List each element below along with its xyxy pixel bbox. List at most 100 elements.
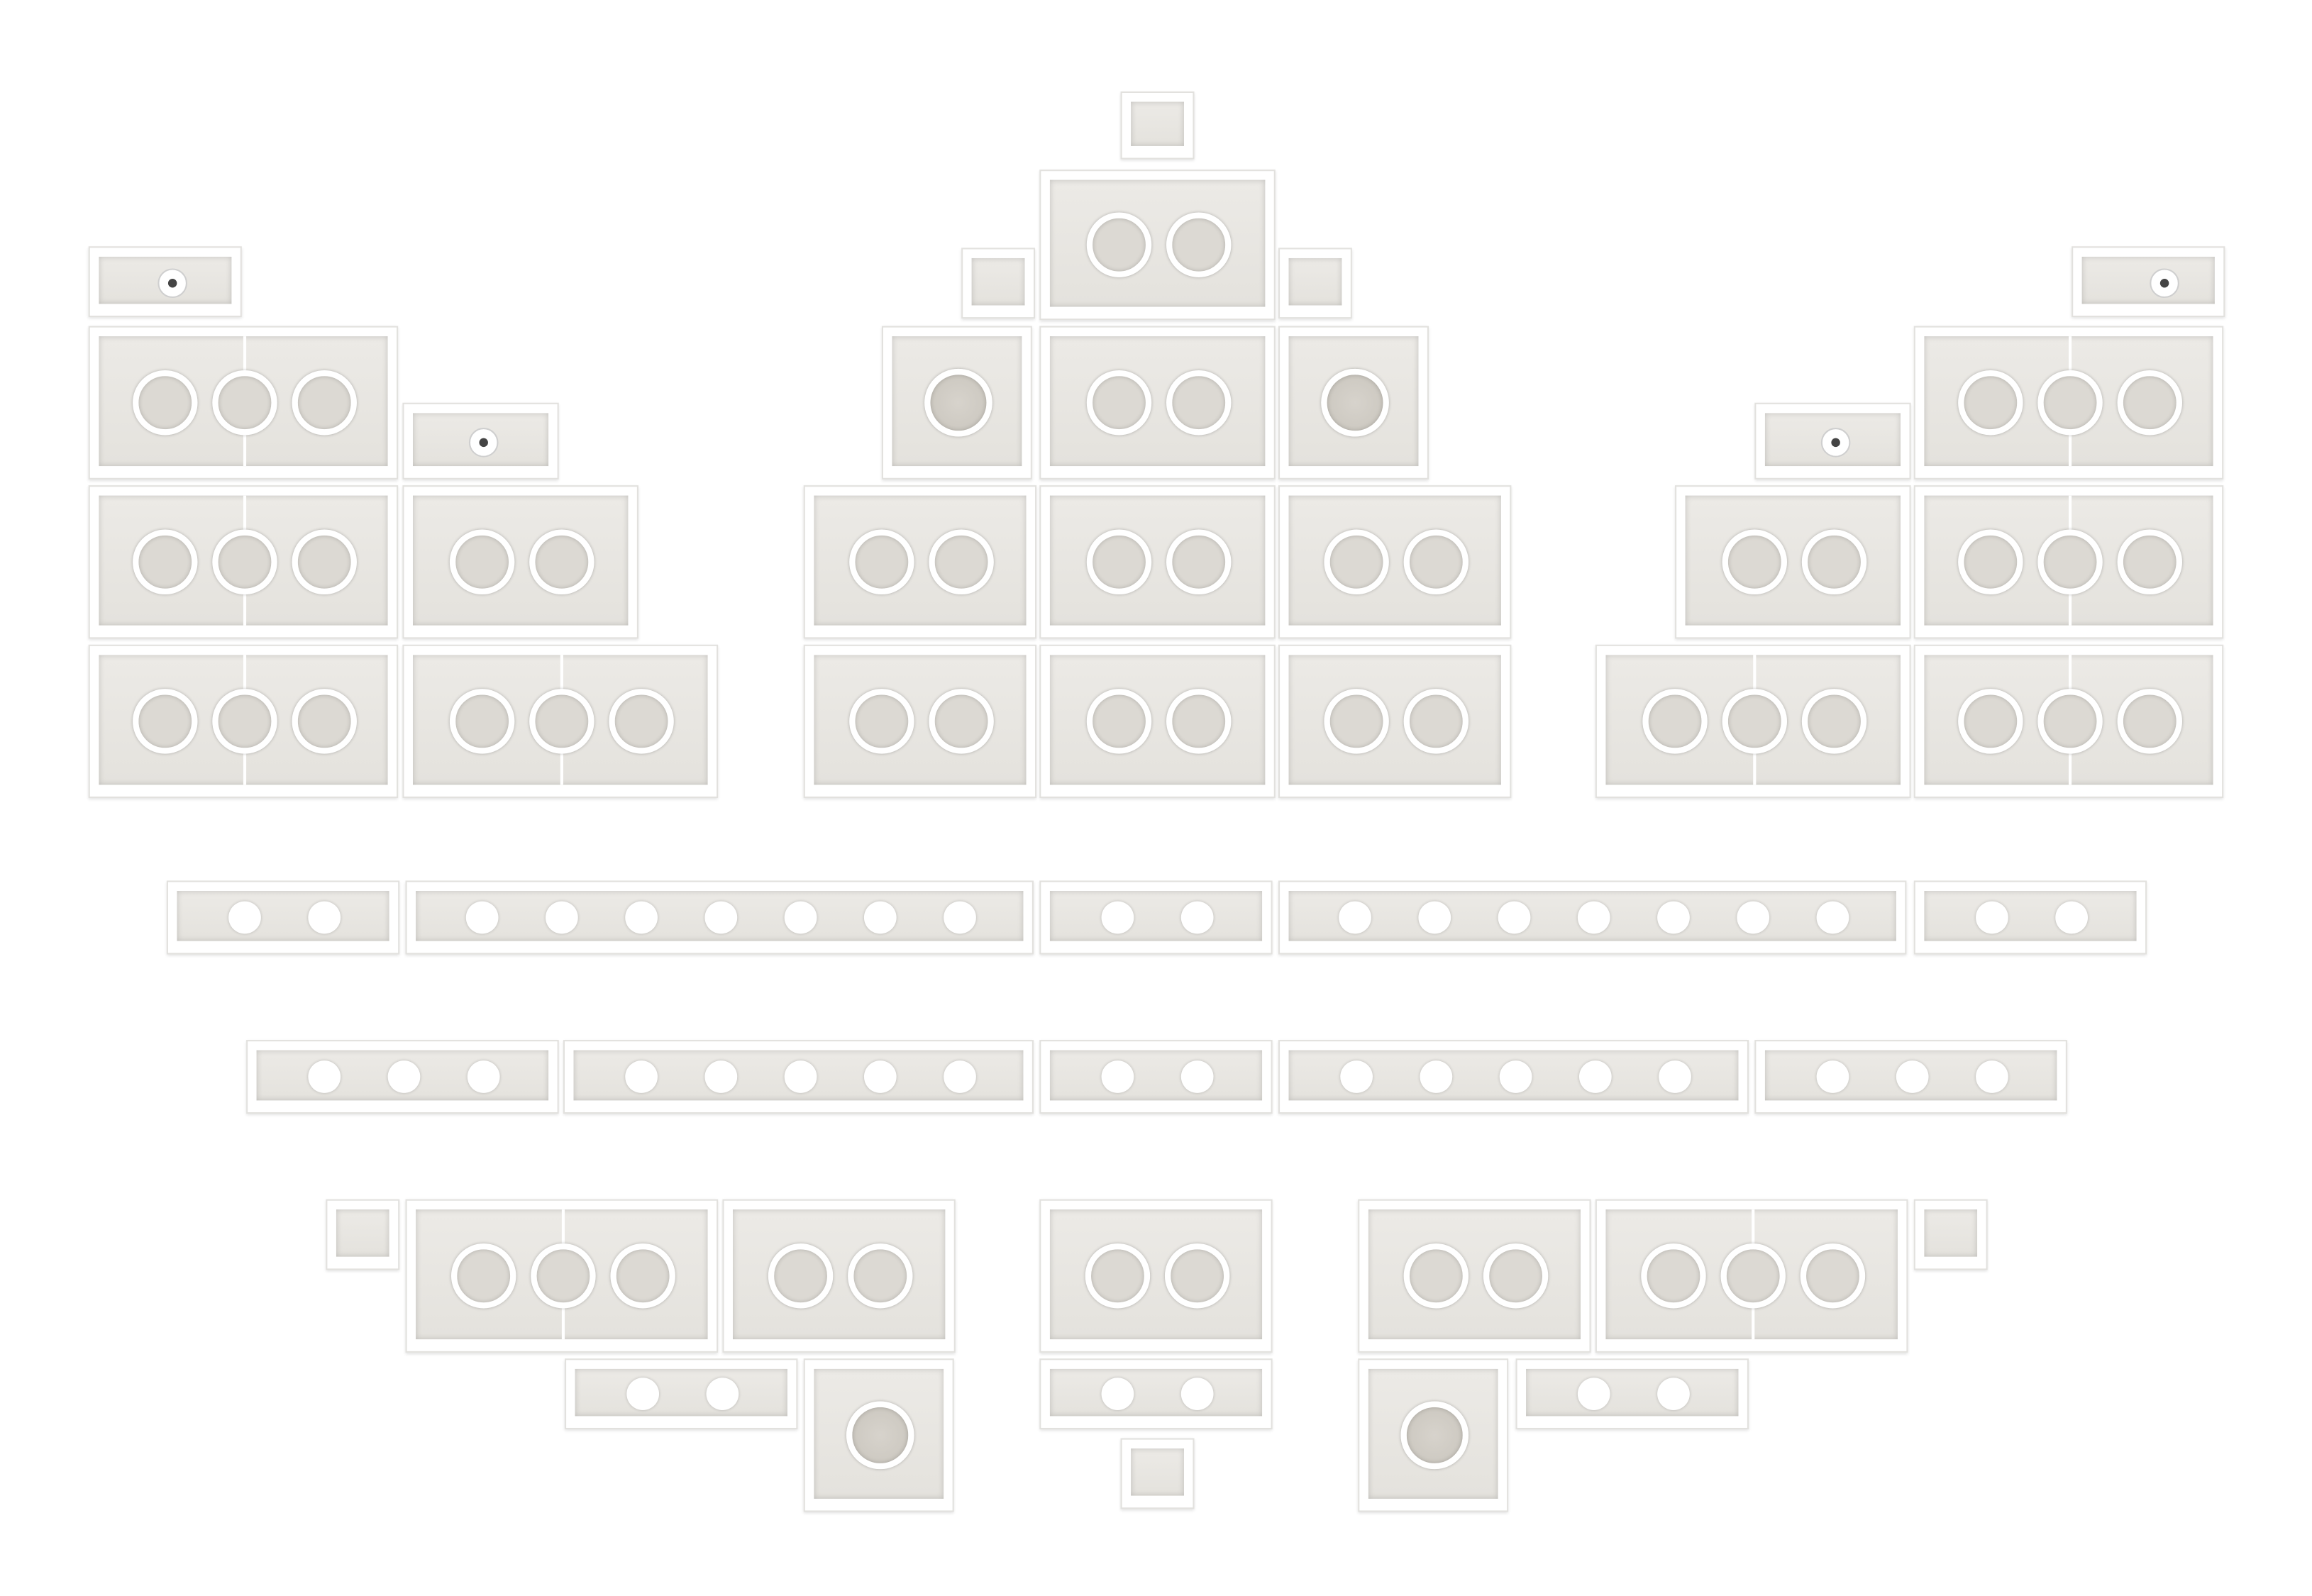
hole-icon: [943, 1060, 975, 1093]
brick-underside: [99, 256, 232, 304]
lego-plate: [246, 1040, 559, 1114]
hole-icon: [1339, 901, 1371, 934]
lego-plate: [1754, 1040, 2067, 1114]
tube-icon: [212, 689, 277, 754]
tube-icon: [1642, 689, 1708, 754]
lego-plate: [1515, 1358, 1749, 1430]
tube-icon: [2117, 529, 2183, 595]
round-tube-icon: [924, 368, 992, 437]
hole-icon: [944, 901, 976, 934]
lego-brick: [1595, 644, 1911, 799]
lego-brick: [1358, 1199, 1591, 1353]
lego-tile-1x1: [326, 1199, 400, 1270]
lego-plate: [166, 880, 400, 955]
tube-icon: [1164, 1243, 1230, 1309]
tube-icon: [2037, 370, 2103, 436]
tube-icon: [1958, 689, 2023, 754]
lego-brick: [722, 1199, 956, 1353]
brick-underside: [412, 495, 629, 626]
hole-icon: [1816, 901, 1849, 934]
lego-plate: [1278, 880, 1907, 955]
lego-brick: [1278, 485, 1512, 639]
hole-icon: [1418, 901, 1451, 934]
lego-brick: [1039, 326, 1276, 480]
lego-plate: [405, 880, 1034, 955]
tube-icon: [768, 1243, 834, 1309]
hole-icon: [1976, 901, 2008, 934]
brick-underside: [2081, 256, 2215, 304]
hole-icon: [1180, 1060, 1214, 1093]
tube-icon: [1801, 689, 1867, 754]
lego-plate: [1039, 1358, 1273, 1430]
hole-icon: [1658, 1060, 1691, 1093]
round-tube-icon: [846, 1401, 914, 1470]
lego-tile-1x1: [1278, 248, 1352, 319]
tube-icon: [1720, 1243, 1786, 1309]
brick-underside: [416, 891, 1024, 941]
hole-icon: [1339, 1060, 1372, 1093]
brick-underside: [1049, 495, 1266, 626]
hole-icon: [1577, 901, 1610, 934]
hole-icon: [1896, 1060, 1929, 1093]
hole-icon: [2055, 901, 2089, 934]
hole-icon: [1180, 1378, 1214, 1411]
dot-icon: [2150, 268, 2179, 299]
tube-icon: [1086, 212, 1152, 277]
brick-underside: [1924, 495, 2213, 626]
tube-icon: [1086, 689, 1152, 754]
hole-icon: [1657, 901, 1690, 934]
hole-icon: [387, 1060, 421, 1093]
tube-icon: [292, 370, 357, 436]
brick-underside: [1049, 891, 1263, 941]
hole-icon: [228, 901, 261, 934]
tube-icon: [450, 1243, 516, 1309]
tube-icon: [2037, 529, 2103, 595]
tube-icon: [1403, 529, 1469, 595]
round-tube-icon: [1321, 368, 1389, 437]
tube-icon: [1166, 212, 1232, 277]
tube-icon: [292, 689, 357, 754]
brick-underside: [412, 655, 708, 785]
tube-icon: [1166, 370, 1232, 436]
tube-icon: [1324, 689, 1389, 754]
brick-underside: [1764, 413, 1901, 467]
lego-brick: [1039, 1199, 1273, 1353]
brick-underside: [1049, 1209, 1263, 1340]
hole-icon: [1737, 901, 1770, 934]
brick-underside: [1605, 1209, 1898, 1340]
lego-brick: [405, 1199, 719, 1353]
brick-underside: [256, 1050, 549, 1101]
hole-icon: [625, 901, 658, 934]
tube-icon: [610, 1243, 675, 1309]
brick-underside: [1368, 1368, 1498, 1499]
round-tube-icon: [1400, 1401, 1469, 1470]
tube-icon: [1958, 370, 2023, 436]
brick-underside: [814, 495, 1027, 626]
tube-icon: [1166, 529, 1232, 595]
hole-icon: [1976, 1060, 2008, 1093]
tube-icon: [1085, 1243, 1151, 1309]
dot-icon: [1820, 428, 1851, 458]
brick-underside: [412, 413, 549, 467]
tube-icon: [133, 370, 198, 436]
brick-underside: [99, 655, 388, 785]
tube-icon: [292, 529, 357, 595]
tube-icon: [849, 689, 914, 754]
lego-brick: [1039, 485, 1276, 639]
brick-underside: [814, 1368, 944, 1499]
hole-icon: [1578, 1060, 1611, 1093]
tube-icon: [212, 529, 277, 595]
lego-brick: [1675, 485, 1911, 639]
hole-icon: [704, 1060, 737, 1093]
lego-brick: [1595, 1199, 1908, 1353]
lego-round-brick: [881, 326, 1032, 480]
brick-underside: [1049, 655, 1266, 785]
hole-icon: [626, 1378, 660, 1411]
hole-icon: [467, 1060, 500, 1093]
brick-underside: [971, 257, 1025, 306]
lego-brick: [1039, 644, 1276, 799]
lego-brick: [88, 485, 399, 639]
tube-icon: [531, 1243, 596, 1309]
hole-icon: [1498, 1060, 1532, 1093]
brick-underside: [1924, 1209, 1978, 1257]
